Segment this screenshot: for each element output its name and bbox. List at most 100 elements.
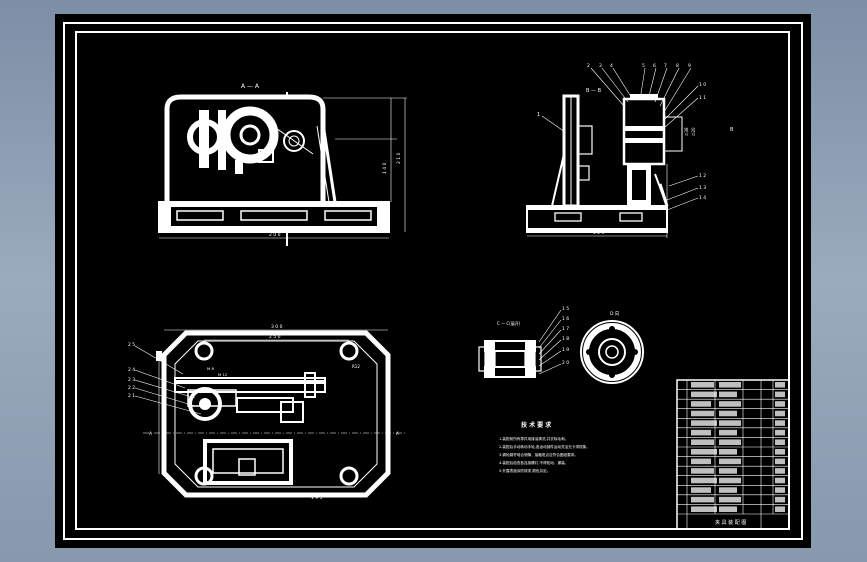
- view-d: D 向: [580, 310, 644, 384]
- title-block-cell-text: [691, 439, 714, 445]
- tol-a: ∅20: [691, 127, 696, 136]
- side-drum: [622, 97, 666, 166]
- callout-12: 1 2: [699, 173, 706, 179]
- title-block-cell-text: [775, 439, 785, 445]
- callout-19: 1 9: [562, 347, 569, 353]
- title-block-cell-text: [691, 487, 711, 493]
- title-block-cell-text: [691, 410, 714, 417]
- callout-24: 2 4: [128, 367, 135, 373]
- tech-note-3: 3.蜗轮蜗杆啮合侧隙、接触斑点应符合图纸要求。: [499, 452, 578, 457]
- section-c-label: C — C(展开): [497, 320, 521, 326]
- hole-label: R12: [352, 364, 360, 369]
- callout-4: 4: [610, 63, 613, 69]
- title-block-cell-text: [719, 429, 737, 436]
- callout-21: 2 1: [128, 393, 135, 399]
- title-block-cell-text: [691, 506, 717, 512]
- view-arrow-label: B: [730, 127, 734, 133]
- title-block-cell-text: [691, 401, 711, 407]
- title-block-cell-text: [775, 382, 785, 388]
- callout-8: 8: [676, 63, 679, 69]
- callout-13: 1 3: [699, 185, 706, 191]
- title-block: 夹 具 装 配 图: [676, 379, 790, 530]
- title-block-cell-text: [691, 391, 717, 398]
- callout-3: 3: [599, 63, 602, 69]
- tech-note-2: 2.装配后手动转动手轮,各运动部件运动灵活无卡滞现象。: [499, 444, 590, 449]
- dim-plan-inner: 2 5 0: [269, 334, 281, 340]
- front-section-view: A — A 1 4 0 2 1 0 2 0 0: [158, 83, 407, 246]
- dim-front-length: 2 0 0: [269, 232, 281, 238]
- title-block-cell-text: [775, 420, 785, 426]
- title-block-cell-text: [719, 506, 737, 512]
- large-gear: [221, 106, 279, 164]
- callout-11: 1 1: [699, 95, 706, 101]
- dim-plan-outer: 3 0 0: [271, 324, 283, 330]
- title-block-cell-text: [775, 458, 785, 465]
- callout-14: 1 4: [699, 195, 706, 201]
- title-block-cell-text: [691, 458, 711, 465]
- plan-label-m12: M 12: [218, 372, 228, 377]
- callout-22: 2 2: [128, 385, 135, 391]
- worm-bore: [283, 130, 305, 152]
- tol-b: ∅38: [684, 127, 689, 136]
- title-block-cell-text: [775, 477, 785, 484]
- title-block-cell-text: [719, 487, 737, 493]
- dim-plan-lower: 1 9 5: [311, 495, 323, 501]
- title-block-cell-text: [691, 477, 717, 484]
- callout-7: 7: [664, 63, 667, 69]
- title-block-cell-text: [719, 449, 737, 455]
- callout-6: 6: [653, 63, 656, 69]
- title-block-cell-text: [719, 382, 741, 388]
- title-block-cell-text: [775, 487, 785, 493]
- callout-9: 9: [688, 63, 691, 69]
- side-label-left: A: [149, 431, 152, 436]
- callout-5: 5: [642, 63, 645, 69]
- title-block-cell-text: [775, 429, 785, 436]
- callout-part-1: 1: [537, 112, 540, 118]
- title-block-cell-text: [691, 449, 717, 455]
- callout-16: 1 6: [562, 316, 569, 322]
- title-block-cell-text: [691, 420, 717, 426]
- title-block-cell-text: [719, 439, 741, 445]
- title-block-cell-text: [691, 496, 714, 503]
- plan-label-m8: M 8: [207, 366, 214, 371]
- title-block-cell-text: [719, 410, 737, 417]
- title-block-cell-text: [775, 410, 785, 417]
- title-block-cell-text: [775, 391, 785, 398]
- tech-note-4: 4.装配后检查各连接螺钉,不得松动、漏装。: [499, 460, 568, 465]
- tech-title: 技 术 要 求: [521, 421, 552, 429]
- plan-view: 3 0 0 2 5 0 1 9 5 R12 M 8 M 12 A A 2 5 2…: [128, 324, 405, 501]
- plan-outline: [161, 330, 391, 498]
- side-section-view: B — B ∅38 ∅20 1 2 0 1: [526, 63, 734, 238]
- title-block-cell-text: [719, 391, 737, 398]
- title-block-cell-text: [691, 382, 714, 388]
- technical-requirements: 技 术 要 求 1.装配前所有零件用煤油清洗,并去除毛刺。 2.装配后手动转动手…: [499, 421, 590, 473]
- callout-25: 2 5: [128, 342, 135, 348]
- drawing-name: 夹 具 装 配 图: [715, 519, 746, 526]
- title-block-cell-text: [775, 401, 785, 407]
- section-b-label: B — B: [586, 88, 602, 94]
- housing-outline: [164, 94, 326, 202]
- callout-15: 1 5: [562, 306, 569, 312]
- side-label-right: A: [396, 431, 399, 436]
- callout-18: 1 8: [562, 336, 569, 342]
- callout-20: 2 0: [562, 360, 569, 366]
- title-block-cell-text: [775, 506, 785, 512]
- callout-17: 1 7: [562, 326, 569, 332]
- view-d-label: D 向: [610, 310, 620, 317]
- dim-side-width: 1 2 0: [593, 230, 605, 236]
- title-block-cell-text: [719, 401, 741, 407]
- title-block-cell-text: [719, 477, 741, 484]
- callout-2: 2: [587, 63, 590, 69]
- title-block-cell-text: [719, 420, 741, 426]
- title-block-cell-text: [691, 429, 711, 436]
- callout-23: 2 3: [128, 377, 135, 383]
- dim-total-height: 2 1 0: [396, 152, 402, 164]
- section-c-view: C — C(展开) 1 5 1 6 1 7 1 8 1 9 2 0: [478, 306, 569, 378]
- title-block-cell-text: [775, 468, 785, 474]
- title-block-cell-text: [775, 449, 785, 455]
- section-a-label: A — A: [241, 83, 260, 90]
- outer-frame: [63, 22, 803, 540]
- title-block-cell-text: [719, 458, 741, 465]
- tech-note-5: 5.外露表面涂防锈漆,颜色另定。: [499, 468, 550, 473]
- dim-axis-height: 1 4 0: [382, 162, 388, 174]
